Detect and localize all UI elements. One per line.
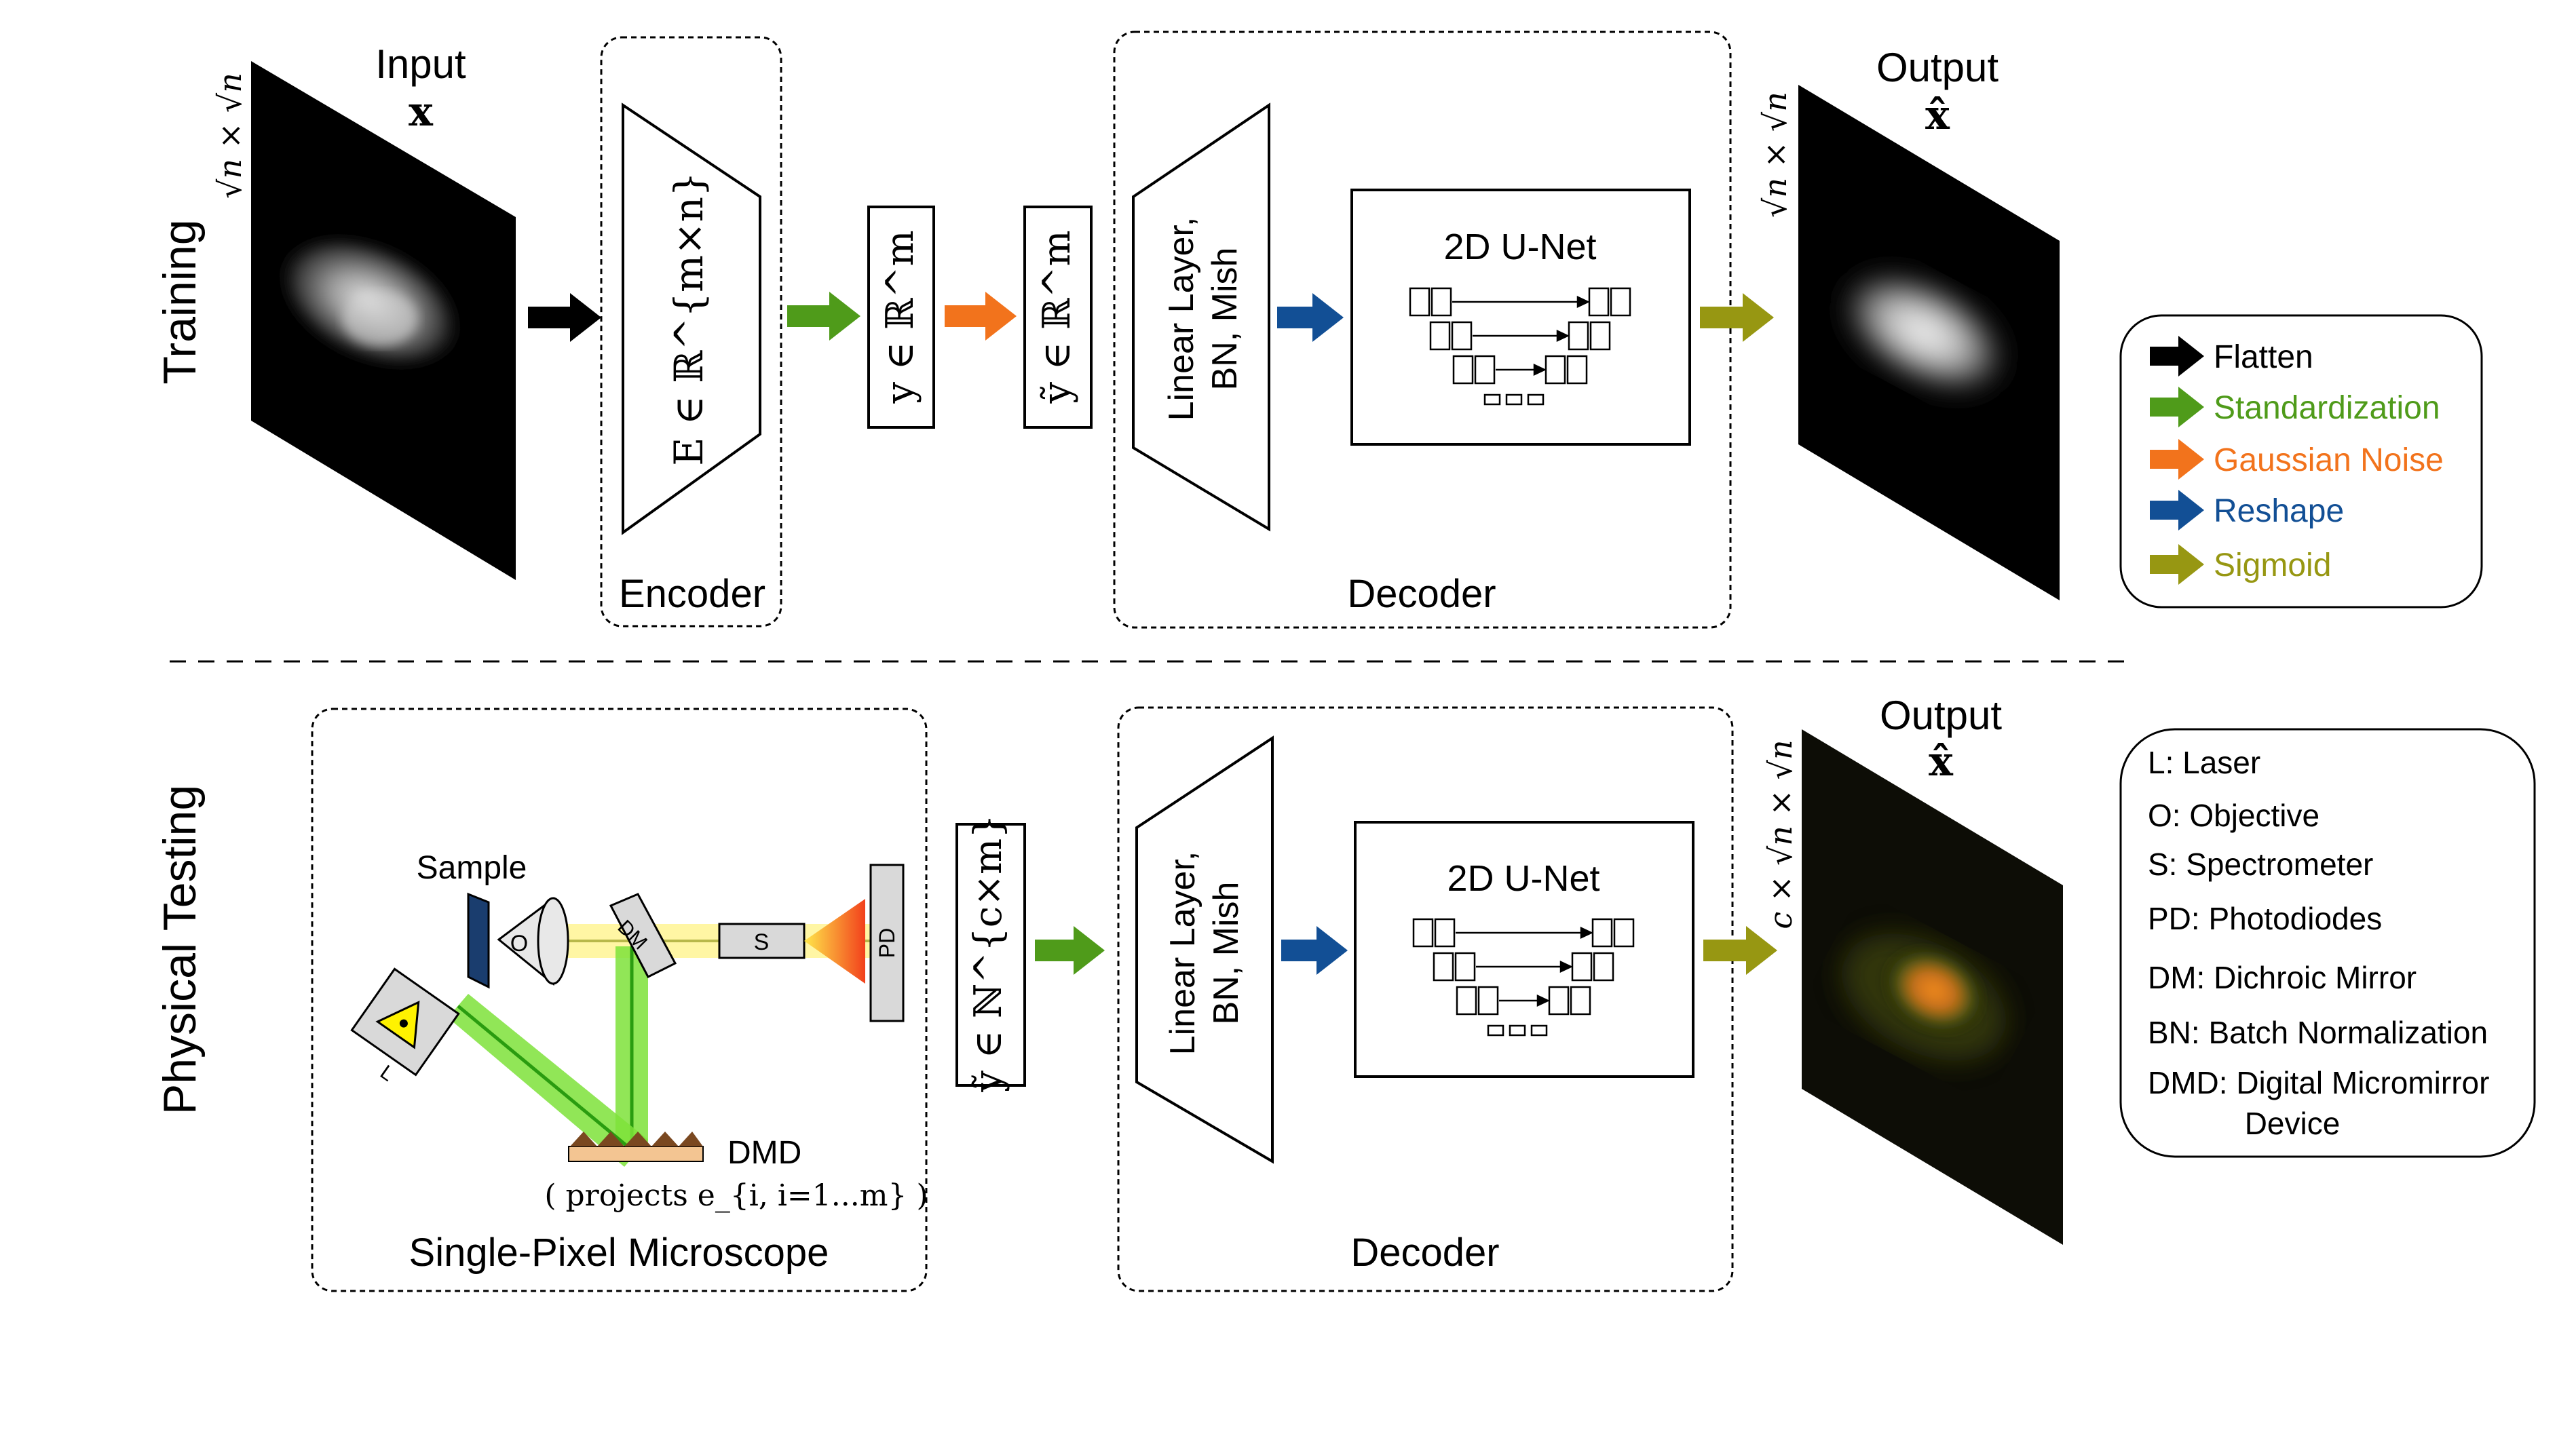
sample-label: Sample [417, 850, 527, 886]
input-image [251, 61, 516, 580]
prism [804, 899, 865, 984]
output-dimension-training: √n × √n [1757, 92, 1794, 218]
legend-label-reshape: Reshape [2214, 493, 2344, 529]
linear-layer-trapezoid-training [1132, 102, 1270, 532]
excitation-beam-diagonal-axis [457, 1005, 637, 1155]
y-tilde-box [1023, 206, 1093, 429]
input-title: Input [375, 41, 466, 87]
unet-title-training: 2D U-Net [1443, 227, 1596, 267]
legend-arrow-flatten-icon [2150, 336, 2204, 377]
linear-layer-line1-training: Linear Layer, [1162, 217, 1201, 421]
input-dimension: √n × √n [212, 73, 248, 199]
microscope-label: Single-Pixel Microscope [409, 1231, 829, 1275]
abbrev-item: L: Laser [2148, 745, 2260, 780]
decoder-label-training: Decoder [1347, 572, 1496, 616]
dichroic-mirror [609, 893, 677, 978]
linear-layer-line1-testing: Linear Layer, [1163, 851, 1202, 1056]
legend-label-gaussian-noise: Gaussian Noise [2214, 442, 2444, 478]
legend-label-standardization: Standardization [2214, 390, 2440, 426]
row-label-training: Training [154, 219, 206, 384]
dmd [568, 1132, 704, 1162]
output-symbol-testing: x̂ [1929, 738, 1954, 786]
laser-warning-icon [375, 1000, 420, 1049]
legend-arrow-reshape-icon [2150, 490, 2204, 530]
y-vector: y ∈ ℝ^m [878, 230, 922, 404]
y-vector-box [867, 206, 935, 429]
y-tilde-vector: ỹ ∈ ℝ^m [1035, 230, 1079, 404]
y-tilde-vector-testing: ỹ ∈ ℕ^{c×m} [966, 814, 1010, 1092]
output-dimension-testing: c × √n × √n [1762, 739, 1799, 929]
legend-label-sigmoid: Sigmoid [2214, 547, 2331, 583]
linear-layer-line2-training: BN, Mish [1205, 248, 1245, 391]
legend-abbrev-box [2119, 728, 2536, 1158]
flatten-arrow [528, 293, 601, 342]
unet-schematic-testing [1412, 918, 1635, 1037]
legend-arrows-box [2119, 314, 2483, 609]
objective-letter: O [510, 931, 528, 957]
sigmoid-arrow-testing [1703, 926, 1777, 975]
abbrev-item: PD: Photodiodes [2148, 901, 2382, 936]
encoder-matrix: E ∈ ℝ^{m×n} [666, 172, 712, 466]
abbrev-item: DM: Dichroic Mirror [2148, 960, 2417, 995]
encoder-frame [600, 36, 782, 628]
row-label-physical-testing: Physical Testing [154, 785, 206, 1115]
abbrev-item: BN: Batch Normalization [2148, 1015, 2488, 1050]
unet-schematic-training [1409, 287, 1631, 406]
legend-arrow-sigmoid-icon [2150, 544, 2204, 585]
abbrev-item: S: Spectrometer [2148, 847, 2373, 882]
encoder-label: Encoder [619, 572, 765, 616]
linear-layer-line2-testing: BN, Mish [1207, 882, 1246, 1025]
reshape-arrow-testing [1281, 926, 1348, 975]
photodiode-letters: PD [875, 928, 899, 958]
objective-lens [497, 897, 569, 986]
sigmoid-arrow-training [1700, 293, 1774, 342]
dmd-projects-note: ( projects e_{i, i=1...m} ) [544, 1178, 928, 1213]
output-image-training [1798, 85, 2060, 600]
abbrev-item: O: Objective [2148, 798, 2319, 833]
abbrev-item: DMD: Digital Micromirror [2148, 1065, 2489, 1100]
microscope-frame [311, 708, 928, 1292]
output-title-testing: Output [1880, 693, 2002, 738]
reshape-arrow-training [1277, 293, 1344, 342]
y-tilde-box-testing [955, 823, 1026, 1087]
unet-title-testing: 2D U-Net [1447, 858, 1599, 899]
standardization-arrow [787, 292, 860, 341]
sample-slide [467, 892, 490, 989]
encoder-trapezoid [622, 102, 761, 535]
output-image-testing [1802, 729, 2063, 1245]
spectrometer [718, 923, 806, 959]
abbrev-item-continuation: Device [2245, 1106, 2341, 1141]
decoder-frame-training [1113, 31, 1732, 629]
output-title-training: Output [1876, 45, 1999, 90]
legend-label-flatten: Flatten [2214, 339, 2313, 375]
photodiode [869, 864, 905, 1022]
laser-letter: L [376, 1061, 398, 1086]
legend-arrow-gaussian-noise-icon [2150, 439, 2204, 480]
output-symbol-training: x̂ [1925, 92, 1950, 139]
input-symbol: x [409, 88, 434, 136]
spectrometer-letter: S [754, 929, 770, 955]
legend-arrow-standardization-icon [2150, 387, 2204, 427]
laser [350, 967, 460, 1077]
linear-layer-trapezoid-testing [1135, 735, 1274, 1164]
decoder-label-testing: Decoder [1350, 1231, 1499, 1275]
standardization-arrow-testing [1035, 926, 1105, 975]
gaussian-noise-arrow [945, 292, 1017, 341]
dmd-label: DMD [727, 1135, 801, 1171]
decoder-frame-testing [1117, 706, 1734, 1292]
